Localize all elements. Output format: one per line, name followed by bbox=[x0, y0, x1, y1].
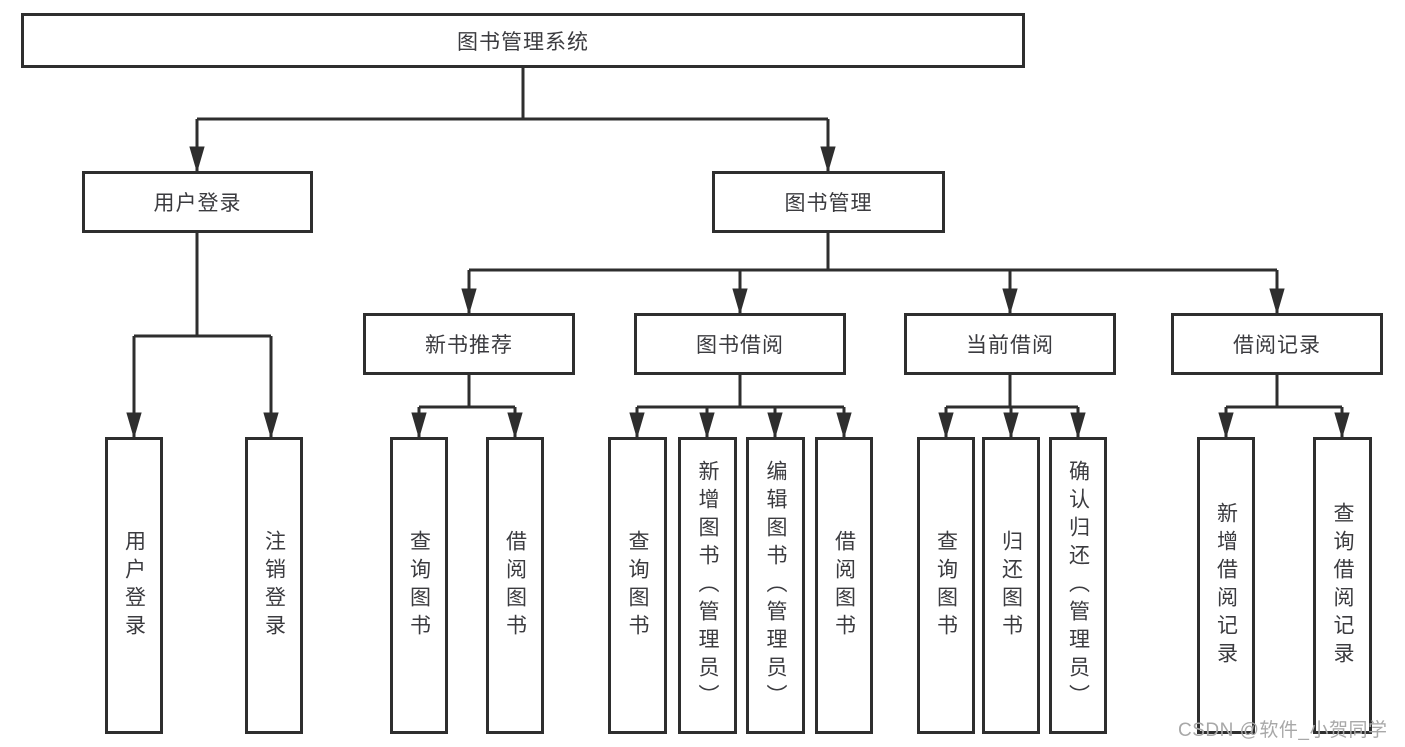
node-user-login: 用户登录 bbox=[82, 171, 313, 233]
node-current-borrow: 当前借阅 bbox=[904, 313, 1116, 375]
leaf-return-books-label: 归还图书 bbox=[999, 529, 1023, 642]
leaf-confirm-return-admin: 确认归还（管理员） bbox=[1049, 437, 1107, 734]
leaf-query-books-borrow: 查询图书 bbox=[608, 437, 667, 734]
leaf-query-books-current-label: 查询图书 bbox=[934, 529, 958, 642]
node-book-management-label: 图书管理 bbox=[784, 192, 873, 215]
leaf-query-borrow-record-label: 查询借阅记录 bbox=[1331, 501, 1354, 670]
leaf-return-books: 归还图书 bbox=[982, 437, 1040, 734]
leaf-query-books-borrow-label: 查询图书 bbox=[626, 529, 649, 642]
node-current-borrow-label: 当前借阅 bbox=[966, 334, 1054, 357]
leaf-borrow-books-recommend: 借阅图书 bbox=[486, 437, 544, 734]
node-borrow-records-label: 借阅记录 bbox=[1233, 334, 1321, 357]
leaf-add-book-admin-label: 新增图书（管理员） bbox=[696, 459, 719, 712]
leaf-add-borrow-record: 新增借阅记录 bbox=[1197, 437, 1255, 734]
leaf-confirm-return-admin-label: 确认归还（管理员） bbox=[1066, 459, 1090, 712]
node-book-management: 图书管理 bbox=[712, 171, 945, 233]
leaf-borrow-books: 借阅图书 bbox=[815, 437, 873, 734]
leaf-edit-book-admin-label: 编辑图书（管理员） bbox=[764, 459, 787, 712]
leaf-borrow-books-recommend-label: 借阅图书 bbox=[503, 529, 527, 642]
leaf-user-login: 用户登录 bbox=[105, 437, 163, 734]
node-new-book-recommend: 新书推荐 bbox=[363, 313, 575, 375]
leaf-edit-book-admin: 编辑图书（管理员） bbox=[746, 437, 805, 734]
node-root-label: 图书管理系统 bbox=[457, 30, 589, 54]
leaf-add-book-admin: 新增图书（管理员） bbox=[678, 437, 737, 734]
leaf-logout-label: 注销登录 bbox=[262, 529, 286, 642]
leaf-query-books-recommend-label: 查询图书 bbox=[407, 529, 431, 642]
node-book-borrow-label: 图书借阅 bbox=[696, 334, 784, 357]
node-borrow-records: 借阅记录 bbox=[1171, 313, 1383, 375]
leaf-query-books-recommend: 查询图书 bbox=[390, 437, 448, 734]
node-root: 图书管理系统 bbox=[21, 13, 1025, 68]
node-new-book-recommend-label: 新书推荐 bbox=[425, 334, 513, 357]
leaf-logout: 注销登录 bbox=[245, 437, 303, 734]
leaf-query-borrow-record: 查询借阅记录 bbox=[1313, 437, 1372, 734]
leaf-add-borrow-record-label: 新增借阅记录 bbox=[1214, 501, 1238, 670]
leaf-borrow-books-label: 借阅图书 bbox=[832, 529, 856, 642]
node-book-borrow: 图书借阅 bbox=[634, 313, 846, 375]
leaf-user-login-label: 用户登录 bbox=[122, 529, 146, 642]
leaf-query-books-current: 查询图书 bbox=[917, 437, 975, 734]
node-user-login-label: 用户登录 bbox=[153, 192, 242, 215]
csdn-watermark: CSDN @软件_小贺同学 bbox=[1178, 720, 1388, 741]
